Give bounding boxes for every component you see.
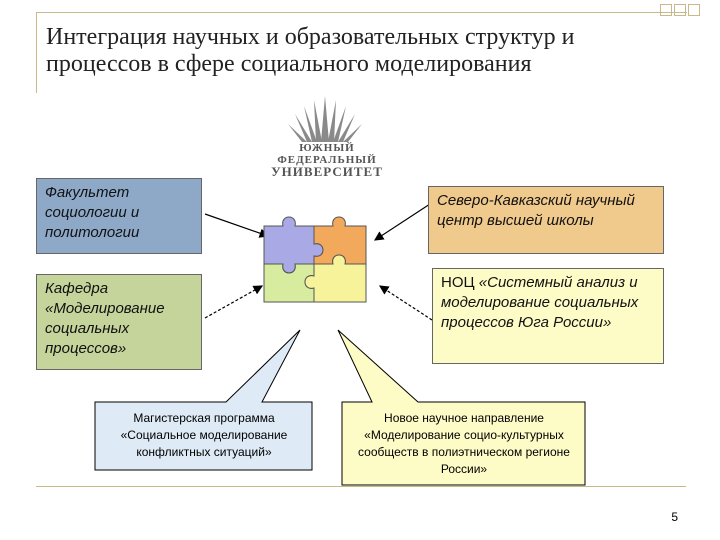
arrow-department xyxy=(204,285,264,319)
frame-deco-square xyxy=(674,4,686,16)
page-title: Интеграция научных и образовательных стр… xyxy=(46,24,575,77)
arrow-north-caucasus xyxy=(373,203,431,241)
logo-line-1: ЮЖНЫЙ xyxy=(299,142,355,154)
callout-masters-shape xyxy=(94,329,313,471)
logo-line-3: УНИВЕРСИТЕТ xyxy=(271,164,383,179)
north-caucasus-label: Северо-Кавказский научный центр высшей ш… xyxy=(437,192,635,229)
puzzle-piece-yellow xyxy=(304,254,367,303)
noc-label: «Системный анализ и моделирование социал… xyxy=(441,274,639,331)
footer-divider xyxy=(36,486,686,487)
logo-line-2: ФЕДЕРАЛЬНЫЙ xyxy=(277,154,377,166)
callout-masters: Магистерская программа «Социальное модел… xyxy=(120,411,288,459)
frame-deco-square xyxy=(660,4,672,16)
arrow-noc xyxy=(378,285,433,321)
north-caucasus-box: Северо-Кавказский научный центр высшей ш… xyxy=(428,186,664,254)
arrow-faculty xyxy=(204,213,270,238)
frame-deco-square xyxy=(688,4,700,16)
university-logo xyxy=(288,96,362,142)
faculty-box: Факультет социологии и политологии xyxy=(36,178,202,254)
department-box: Кафедра «Моделирование социальных процес… xyxy=(36,274,202,370)
department-label: Кафедра «Моделирование социальных процес… xyxy=(45,280,165,357)
callout-direction: Новое научное направление «Моделирование… xyxy=(358,411,570,476)
callout-direction-shape xyxy=(337,329,586,486)
page-number: 5 xyxy=(671,510,678,524)
title-frame xyxy=(36,12,687,93)
university-name: ЮЖНЫЙ ФЕДЕРАЛЬНЫЙ УНИВЕРСИТЕТ xyxy=(252,142,402,178)
noc-box: НОЦ «Системный анализ и моделирование со… xyxy=(432,268,664,364)
faculty-label: Факультет социологии и политологии xyxy=(45,184,140,241)
noc-prefix: НОЦ xyxy=(441,274,479,291)
